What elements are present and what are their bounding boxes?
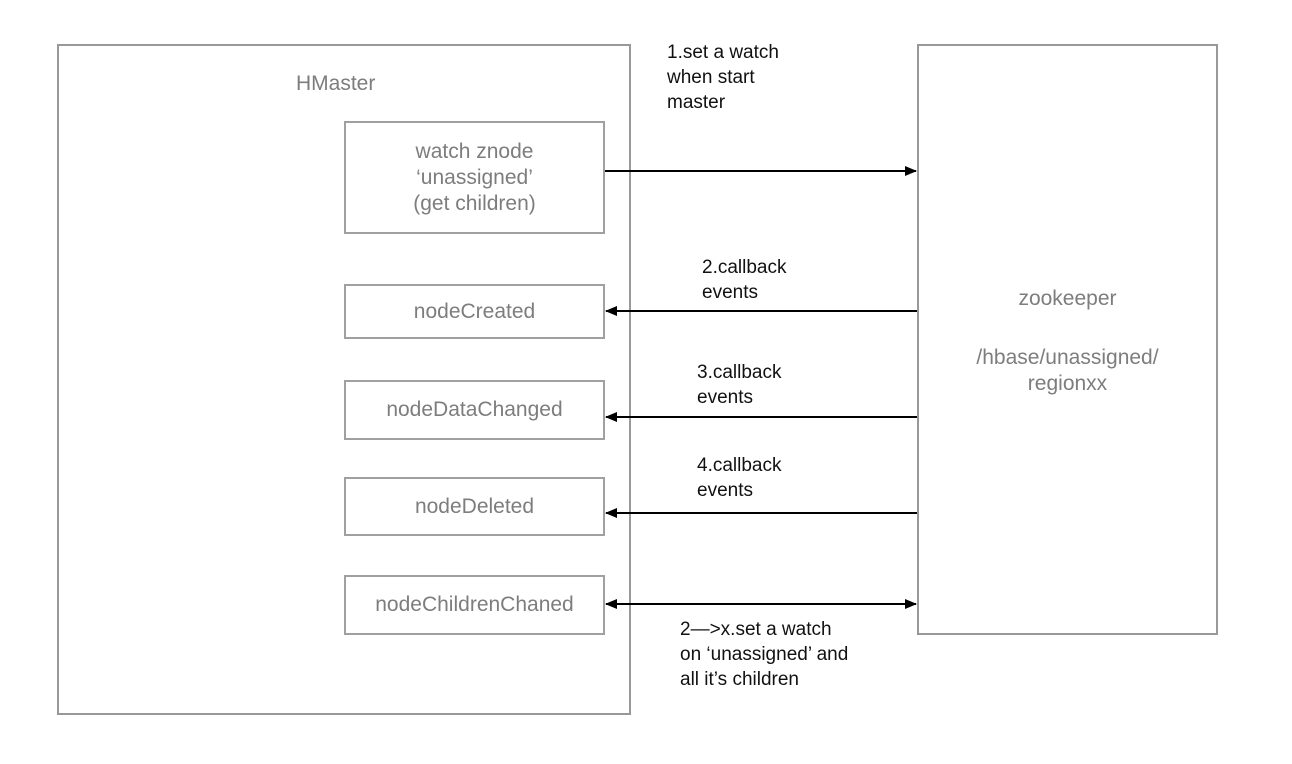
node-children-changed-label: nodeChildrenChaned (375, 593, 574, 616)
label-step1-line2: when start (667, 67, 755, 88)
node-children-changed-box: nodeChildrenChaned (344, 575, 605, 635)
node-created-box: nodeCreated (344, 284, 605, 339)
label-step4: 4.callback events (697, 453, 782, 503)
label-step1-line1: 1.set a watch (667, 42, 779, 63)
label-step3-line1: 3.callback (697, 362, 782, 383)
label-step4-line1: 4.callback (697, 455, 782, 476)
label-step1: 1.set a watch when start master (667, 40, 779, 115)
zookeeper-path-line2: regionxx (1027, 372, 1108, 395)
label-step3-line2: events (697, 387, 753, 408)
node-data-changed-label: nodeDataChanged (386, 398, 563, 421)
label-step3: 3.callback events (697, 360, 782, 410)
watch-znode-line3: (get children) (413, 191, 536, 215)
watch-znode-line2: ‘unassigned’ (416, 165, 533, 189)
label-step1-line3: master (667, 92, 726, 113)
label-step2-line1: 2.callback (702, 257, 787, 278)
watch-znode-line1: watch znode (415, 139, 534, 163)
node-data-changed-box: nodeDataChanged (344, 380, 605, 440)
zookeeper-path-line1: /hbase/unassigned/ (976, 346, 1159, 369)
zookeeper-path: /hbase/unassigned/ regionxx (917, 345, 1218, 397)
hmaster-title: HMaster (296, 72, 376, 95)
zookeeper-title: zookeeper (1018, 287, 1117, 310)
label-step-x-line1: 2—>x.set a watch (680, 619, 832, 640)
node-deleted-label: nodeDeleted (414, 494, 535, 518)
label-step2: 2.callback events (702, 255, 787, 305)
label-step-x: 2—>x.set a watch on ‘unassigned’ and all… (680, 617, 848, 692)
zookeeper-box (917, 44, 1218, 635)
watch-znode-box: watch znode ‘unassigned’ (get children) (344, 121, 605, 234)
label-step2-line2: events (702, 282, 758, 303)
label-step-x-line3: all it’s children (680, 669, 799, 690)
node-deleted-box: nodeDeleted (344, 477, 605, 536)
label-step4-line2: events (697, 480, 753, 501)
label-step-x-line2: on ‘unassigned’ and (680, 644, 849, 665)
node-created-label: nodeCreated (413, 299, 536, 323)
